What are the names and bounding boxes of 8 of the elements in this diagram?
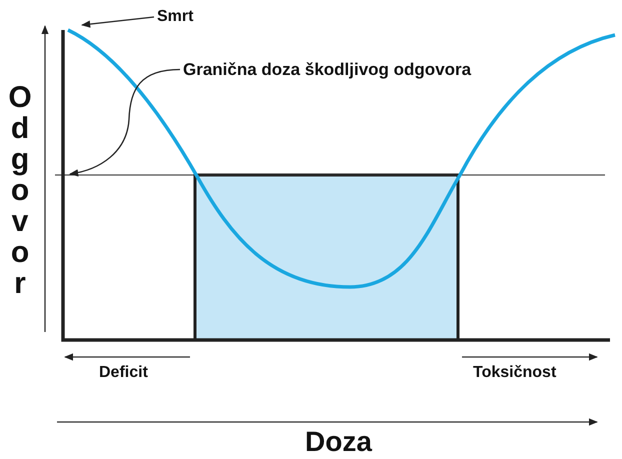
axis-note: Deficit [99,365,148,381]
callout-label: Smrt [157,9,194,25]
callout-label: Granična doza škodljivog odgovora [183,61,472,78]
axis-note: Toksičnost [473,365,556,381]
y-axis-title: Odgovor [8,82,32,299]
leader-line [69,68,180,176]
leader-line [81,16,154,28]
x-axis-title: Doza [305,428,372,456]
